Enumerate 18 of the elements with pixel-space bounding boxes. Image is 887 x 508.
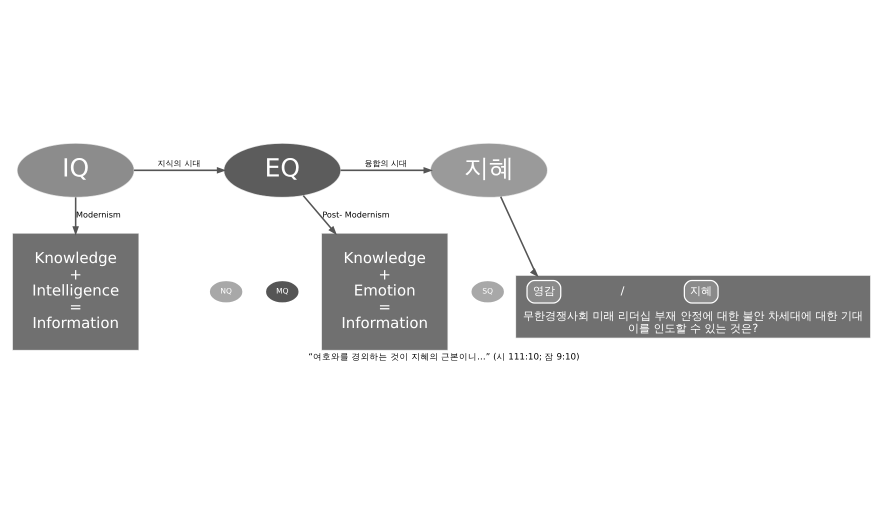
- node-box: Knowledge + Emotion = Information: [320, 233, 448, 350]
- arrow: [72, 197, 78, 236]
- edge-label: 지식의 시대: [157, 158, 200, 168]
- arrow: [134, 167, 226, 174]
- arrow: [302, 195, 336, 236]
- arrow: [500, 196, 538, 278]
- node-ellipse: 지혜: [430, 143, 548, 198]
- node-box: Knowledge + Intelligence = Information: [12, 233, 139, 350]
- label: /: [620, 284, 624, 298]
- caption: “여호와를 경외하는 것이 지혜의 근본이니…” (시 111:10; 잠 9:10): [308, 352, 580, 363]
- arrow: [340, 167, 432, 174]
- node-box: 지혜: [683, 280, 718, 304]
- edge-label: Post- Modernism: [322, 209, 390, 220]
- edge-label: Modernism: [76, 209, 120, 220]
- node-box: 영감: [526, 280, 561, 304]
- edge-label: 융합의 시대: [364, 158, 406, 168]
- node-ellipse: IQ: [16, 143, 134, 198]
- node-ellipse: EQ: [223, 143, 340, 198]
